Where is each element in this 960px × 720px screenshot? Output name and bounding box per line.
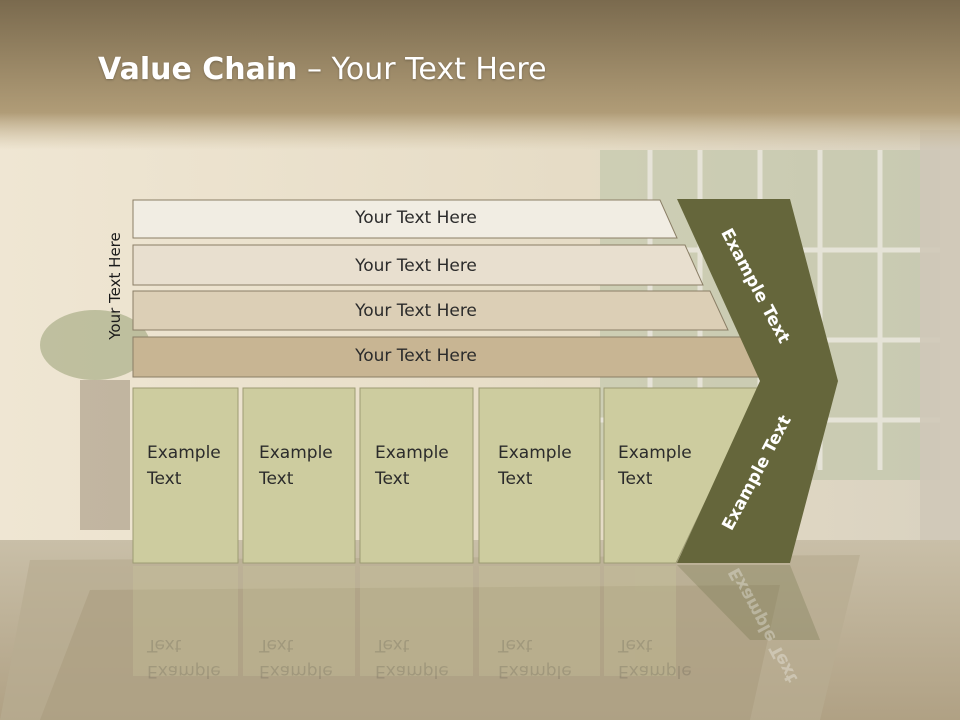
cell-reflection-3: Example Text bbox=[375, 635, 449, 681]
cell-reflection-shape-1 bbox=[133, 566, 238, 676]
cell-1 bbox=[132, 387, 239, 564]
cell-reflection-4: Example Text bbox=[498, 635, 572, 681]
bars-group bbox=[132, 199, 761, 378]
slide-title: Value Chain – Your Text Here bbox=[98, 52, 547, 87]
cell-5 bbox=[603, 387, 761, 564]
bar-label-1: Your Text Here bbox=[355, 208, 477, 228]
cell-label-2: Example Text bbox=[259, 443, 333, 489]
cell-label-3: Example Text bbox=[375, 443, 449, 489]
bar-3 bbox=[132, 290, 729, 331]
cells-group bbox=[132, 387, 761, 564]
cell-3 bbox=[359, 387, 474, 564]
reflection-group bbox=[133, 566, 676, 676]
title-rest: – Your Text Here bbox=[297, 52, 547, 87]
bar-1 bbox=[132, 199, 678, 239]
bar-label-2: Your Text Here bbox=[355, 256, 477, 276]
cell-reflection-1: Example Text bbox=[147, 635, 221, 681]
cell-reflection-shape-5 bbox=[604, 566, 676, 676]
bar-label-4: Your Text Here bbox=[355, 346, 477, 366]
cell-reflection-2: Example Text bbox=[259, 635, 333, 681]
chevron-arrow bbox=[677, 199, 838, 563]
cell-label-4: Example Text bbox=[498, 443, 572, 489]
bar-label-3: Your Text Here bbox=[355, 301, 477, 321]
title-bold: Value Chain bbox=[98, 52, 298, 87]
cell-reflection-shape-3 bbox=[360, 566, 473, 676]
chevron-arrow-reflection bbox=[677, 565, 820, 640]
side-label: Your Text Here bbox=[106, 232, 124, 340]
cell-reflection-shape-4 bbox=[479, 566, 600, 676]
cell-reflection-shape-2 bbox=[243, 566, 355, 676]
cell-label-1: Example Text bbox=[147, 443, 221, 489]
cell-reflection-5: Example Text bbox=[618, 635, 692, 681]
cell-4 bbox=[478, 387, 601, 564]
cell-2 bbox=[242, 387, 356, 564]
bar-2 bbox=[132, 244, 704, 286]
cell-label-5: Example Text bbox=[618, 443, 692, 489]
